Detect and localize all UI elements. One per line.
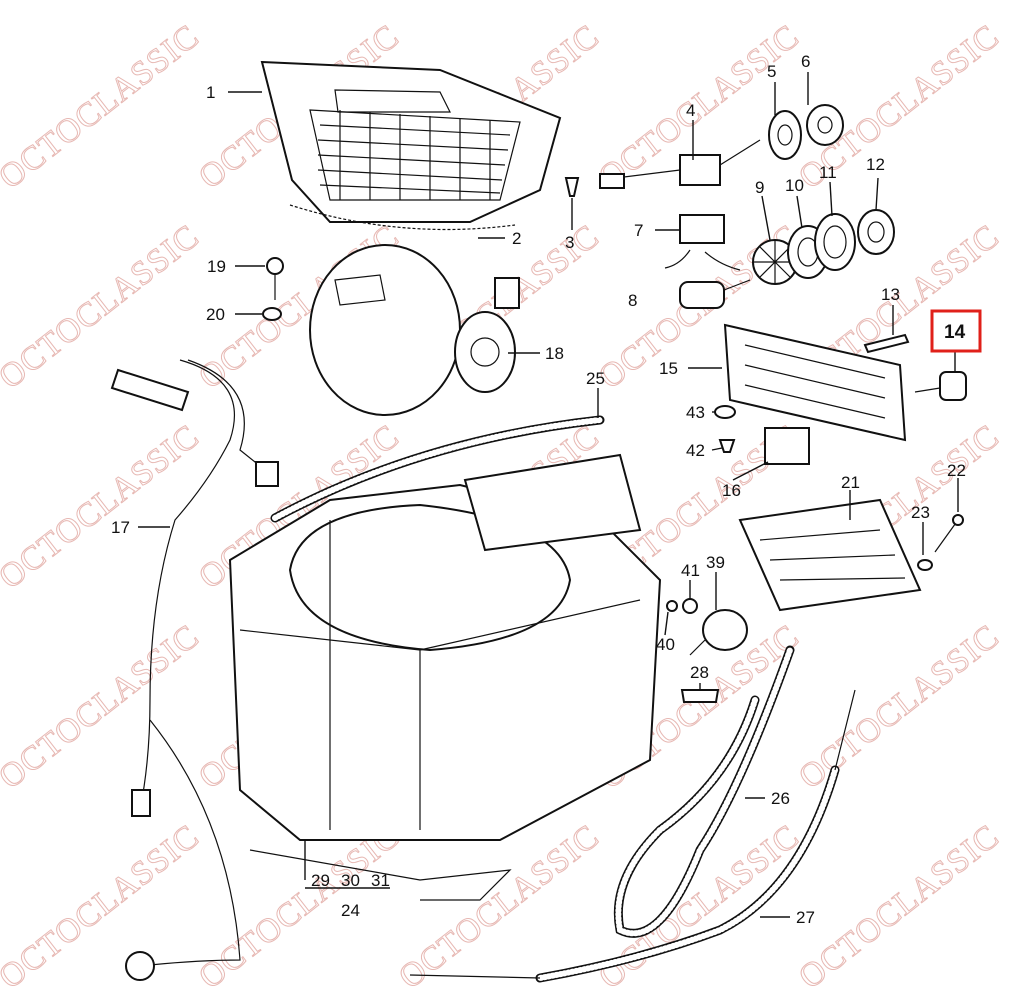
part-6-knob — [806, 104, 844, 146]
callout-7: 7 — [634, 221, 643, 240]
callout-24: 24 — [341, 901, 360, 920]
callout-14: 14 — [944, 322, 966, 343]
callout-12: 12 — [866, 155, 885, 174]
part-27-cable — [409, 689, 856, 983]
part-23-washer — [917, 559, 933, 571]
callout-13: 13 — [881, 285, 900, 304]
callout-16: 16 — [722, 481, 741, 500]
callout-39: 39 — [706, 553, 725, 572]
part-11-knob-ring — [814, 213, 856, 271]
callout-3: 3 — [565, 233, 574, 252]
callout-11: 11 — [819, 163, 837, 182]
part-21-flap-mechanism — [738, 498, 922, 612]
part-42-screw — [718, 439, 736, 453]
part-13-pin — [863, 333, 910, 354]
watermark-text: OCTOCLASSIC — [0, 418, 206, 597]
part-14-knob — [914, 371, 967, 401]
callout-8: 8 — [628, 291, 637, 310]
callout-25: 25 — [586, 369, 605, 388]
watermark-text: OCTOCLASSIC — [192, 818, 406, 996]
callout-27: 27 — [796, 908, 815, 927]
part-9-wheel — [752, 239, 798, 285]
callout-15: 15 — [659, 359, 678, 378]
watermark-text: OCTOCLASSIC — [0, 218, 206, 397]
callout-43: 43 — [686, 403, 705, 422]
part-41-washer — [682, 598, 698, 614]
callout-6: 6 — [801, 52, 810, 71]
callout-22: 22 — [947, 461, 966, 480]
callout-31: 31 — [371, 871, 390, 890]
callout-30: 30 — [341, 871, 360, 890]
part-12-cap — [857, 209, 895, 255]
watermark-text: OCTOCLASSIC — [0, 18, 206, 197]
leader-lines — [138, 72, 959, 918]
part-8-switch — [679, 279, 751, 309]
callout-19: 19 — [207, 257, 226, 276]
part-22-screw — [934, 514, 964, 553]
watermark-text: OCTOCLASSIC — [792, 818, 1006, 996]
part-25-cable — [270, 415, 605, 523]
callout-17: 17 — [111, 518, 130, 537]
callout-14-highlight-box — [930, 309, 982, 353]
part-17-wiring-harness — [110, 359, 279, 981]
part-43-nut — [714, 405, 736, 419]
callout-20: 20 — [206, 305, 225, 324]
callout-23: 23 — [911, 503, 930, 522]
callout-5: 5 — [767, 62, 776, 81]
part-3-clip — [564, 177, 580, 197]
callout-42: 42 — [686, 441, 705, 460]
part-24-heater-housing — [228, 453, 662, 901]
callout-10: 10 — [785, 176, 804, 195]
callout-1: 1 — [206, 83, 215, 102]
part-1-blower-cover — [260, 60, 562, 223]
part-39-sensor — [689, 609, 748, 656]
watermark-text: OCTOCLASSIC — [0, 618, 206, 797]
watermark-text: OCTOCLASSIC — [0, 818, 206, 996]
callout-28: 28 — [690, 663, 709, 682]
part-4-resistor — [599, 139, 761, 189]
part-40-seal — [666, 600, 678, 612]
part-28-clip — [680, 689, 720, 703]
callout-41: 41 — [681, 561, 700, 580]
callout-18: 18 — [545, 344, 564, 363]
callout-2: 2 — [512, 229, 521, 248]
part-7-relay — [664, 214, 741, 271]
callout-21: 21 — [841, 473, 860, 492]
watermark-text: OCTOCLASSIC — [792, 618, 1006, 797]
part-19-screw — [266, 257, 284, 300]
callout-4: 4 — [686, 101, 695, 120]
part-16-connector — [764, 427, 810, 465]
callout-29: 29 — [311, 871, 330, 890]
part-18-blower-motor — [309, 244, 520, 416]
part-5-bearing — [768, 110, 802, 160]
part-20-washer — [262, 307, 282, 321]
callout-9: 9 — [755, 178, 764, 197]
callout-labels: 1 2 3 4 5 6 7 8 9 10 11 12 13 14 15 16 1… — [111, 52, 982, 927]
part-26-cable — [613, 645, 795, 938]
callout-26: 26 — [771, 789, 790, 808]
callout-40: 40 — [656, 635, 675, 654]
part-15-control-panel — [723, 323, 907, 442]
